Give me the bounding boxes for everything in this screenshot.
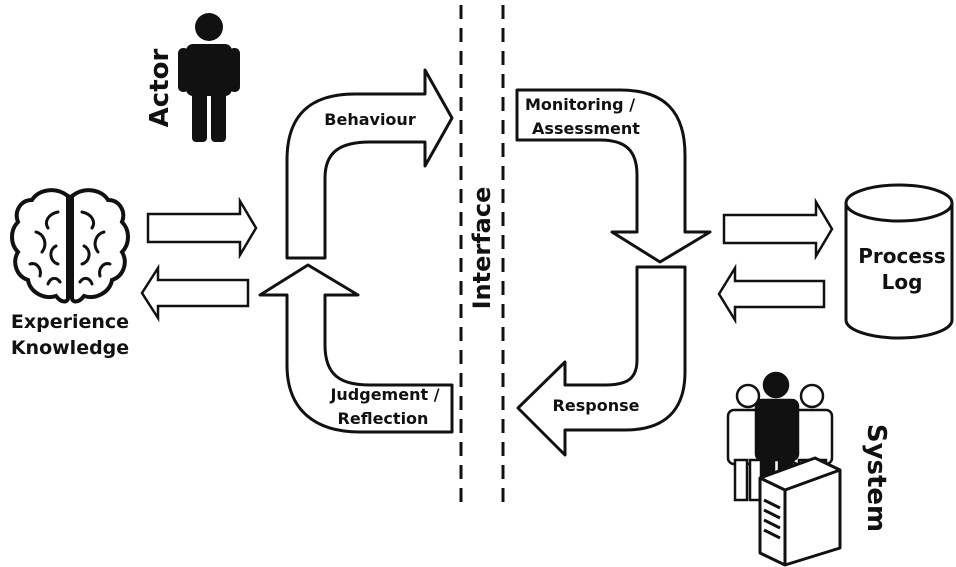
process-label: Process: [858, 244, 946, 268]
server-tower-icon: [758, 456, 842, 567]
judgement-reflection-arrow: [258, 263, 454, 434]
brain-to-actor-arrow: [146, 196, 258, 260]
reflection-label: Reflection: [338, 409, 429, 428]
assessment-label: Assessment: [532, 119, 640, 138]
actor-to-brain-arrow: [140, 263, 250, 323]
database-cylinder-icon: [844, 183, 954, 340]
actor-person-icon: [178, 13, 240, 142]
monitoring-assessment-arrow: [515, 88, 712, 264]
response-label: Response: [553, 396, 640, 415]
behaviour-arrow: [285, 68, 454, 260]
behaviour-label: Behaviour: [324, 110, 416, 129]
response-arrow: [516, 265, 687, 457]
log-label: Log: [882, 270, 923, 294]
monitoring-label: Monitoring /: [525, 95, 635, 114]
knowledge-label: Knowledge: [11, 337, 129, 359]
brain-icon: [10, 188, 130, 304]
system-label: System: [861, 424, 891, 532]
from-process-log-arrow: [717, 263, 826, 325]
to-process-log-arrow: [722, 197, 834, 261]
judgement-label: Judgement /: [329, 385, 439, 404]
actor-label: Actor: [145, 49, 175, 128]
interface-label: Interface: [468, 187, 496, 310]
experience-label: Experience: [11, 311, 129, 333]
